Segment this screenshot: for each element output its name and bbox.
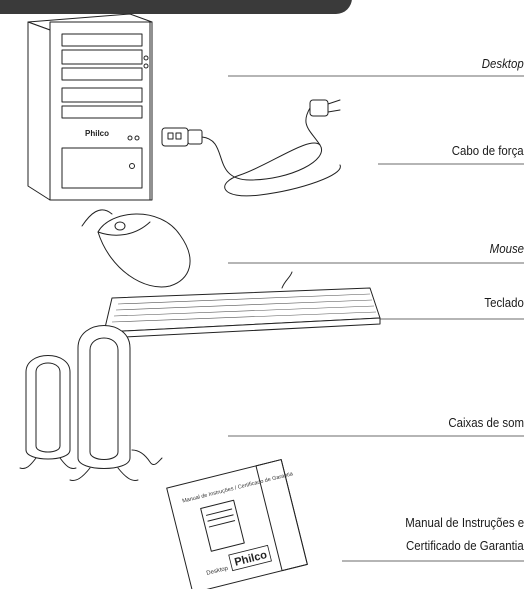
- label-caixas-de-som: Caixas de som: [448, 415, 524, 430]
- rule-cabo-de-forca: [378, 163, 524, 165]
- label-desktop: Desktop: [482, 56, 524, 71]
- label-mouse: Mouse: [489, 241, 524, 256]
- label-manual-line2: Certificado de Garantia: [406, 538, 524, 553]
- manual-cover-product: Desktop: [206, 566, 229, 577]
- mouse-illustration: [81, 209, 191, 288]
- label-cabo-de-forca: Cabo de força: [452, 143, 524, 158]
- label-teclado: Teclado: [484, 295, 524, 310]
- rule-teclado: [318, 318, 524, 320]
- power-cable-illustration: [161, 99, 341, 197]
- rule-manual: [342, 560, 524, 562]
- rule-caixas-de-som: [228, 435, 524, 437]
- rule-mouse: [228, 262, 524, 264]
- speakers-illustration: [19, 325, 163, 481]
- tower-brand-logo: Philco: [85, 129, 109, 138]
- keyboard-illustration: [103, 271, 381, 339]
- label-manual-line1: Manual de Instruções e: [405, 515, 524, 530]
- rule-desktop: [228, 75, 524, 77]
- manual-booklet-illustration: Manual de Instruções / Certificado de Ga…: [166, 459, 308, 589]
- header-bar: [0, 0, 352, 14]
- desktop-tower-illustration: Philco: [27, 13, 153, 201]
